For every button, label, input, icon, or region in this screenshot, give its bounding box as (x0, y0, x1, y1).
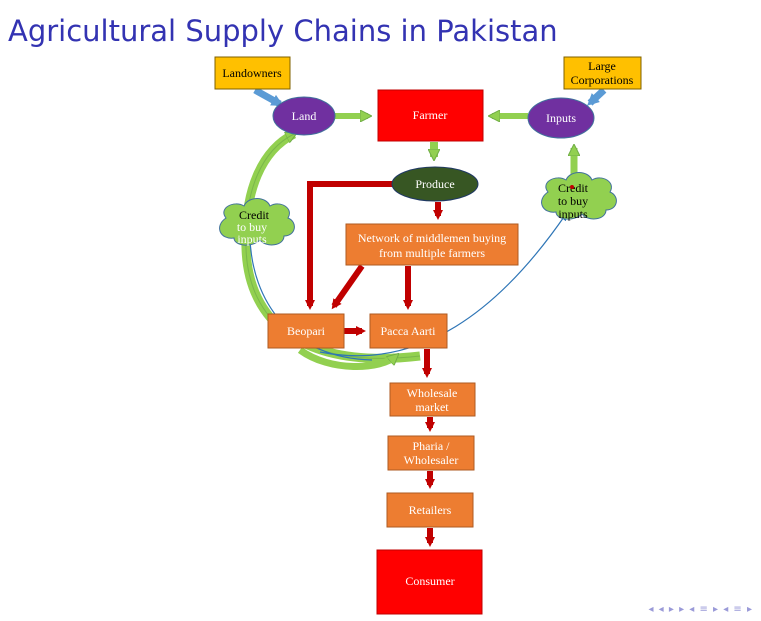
large-corporations-label-2: Corporations (571, 73, 634, 87)
land-ellipse: Land (272, 96, 336, 136)
farmer-label: Farmer (413, 108, 448, 122)
large-corporations-box: Large Corporations (563, 56, 642, 90)
beopari-label: Beopari (287, 324, 326, 338)
middlemen-label-1: Network of middlemen buying (358, 231, 506, 245)
arrows (241, 86, 607, 547)
arrow-middlemen-to-beopari (331, 264, 365, 310)
middlemen-label-2: from multiple farmers (379, 246, 485, 260)
credit-right-line-2: to buy (558, 194, 588, 208)
credit-right-line-3: inputs (558, 207, 588, 221)
pacca-aarti-label: Pacca Aarti (381, 324, 437, 338)
wholesale-label-1: Wholesale (407, 386, 458, 400)
beopari-box: Beopari (267, 313, 345, 349)
credit-left-line-3: inputs (237, 232, 267, 246)
pharia-label-2: Wholesaler (404, 453, 459, 467)
farmer-box: Farmer (377, 89, 484, 142)
thin-link-right-credit (319, 212, 568, 357)
landowners-box: Landowners (214, 56, 291, 90)
credit-cloud-left: Credit to buy inputs (219, 198, 295, 246)
credit-left-line-2: to buy (237, 220, 267, 234)
produce-label: Produce (415, 177, 454, 191)
large-corporations-label-1: Large (588, 59, 616, 73)
arrow-landowners-to-land (253, 86, 284, 108)
arrow-produce-to-beopari (305, 181, 394, 310)
pacca-aarti-box: Pacca Aarti (369, 313, 448, 349)
pharia-box: Pharia / Wholesaler (387, 435, 475, 471)
consumer-label: Consumer (405, 574, 454, 588)
wholesale-market-box: Wholesale market (389, 382, 476, 417)
middlemen-box: Network of middlemen buying from multipl… (345, 223, 519, 266)
inputs-ellipse: Inputs (527, 97, 595, 139)
inputs-label: Inputs (546, 111, 576, 125)
credit-left-line-1: Credit (239, 208, 270, 222)
land-label: Land (292, 109, 317, 123)
credit-right-dot (570, 185, 574, 189)
produce-ellipse: Produce (391, 166, 479, 202)
wholesale-label-2: market (415, 400, 449, 414)
arrow-beopari-loop (297, 347, 396, 371)
slide-navigation[interactable]: ◂ ◂ ▸ ▸ ◂ ≡ ▸ ◂ ≡ ▸ (648, 604, 753, 615)
credit-cloud-right: Credit to buy inputs (541, 172, 617, 221)
pharia-label-1: Pharia / (413, 439, 451, 453)
consumer-box: Consumer (376, 549, 483, 615)
arrow-corporations-to-inputs (587, 87, 607, 106)
slide-title: Agricultural Supply Chains in Pakistan (8, 14, 558, 48)
landowners-label: Landowners (222, 66, 282, 80)
retailers-box: Retailers (386, 492, 474, 528)
retailers-label: Retailers (409, 503, 452, 517)
